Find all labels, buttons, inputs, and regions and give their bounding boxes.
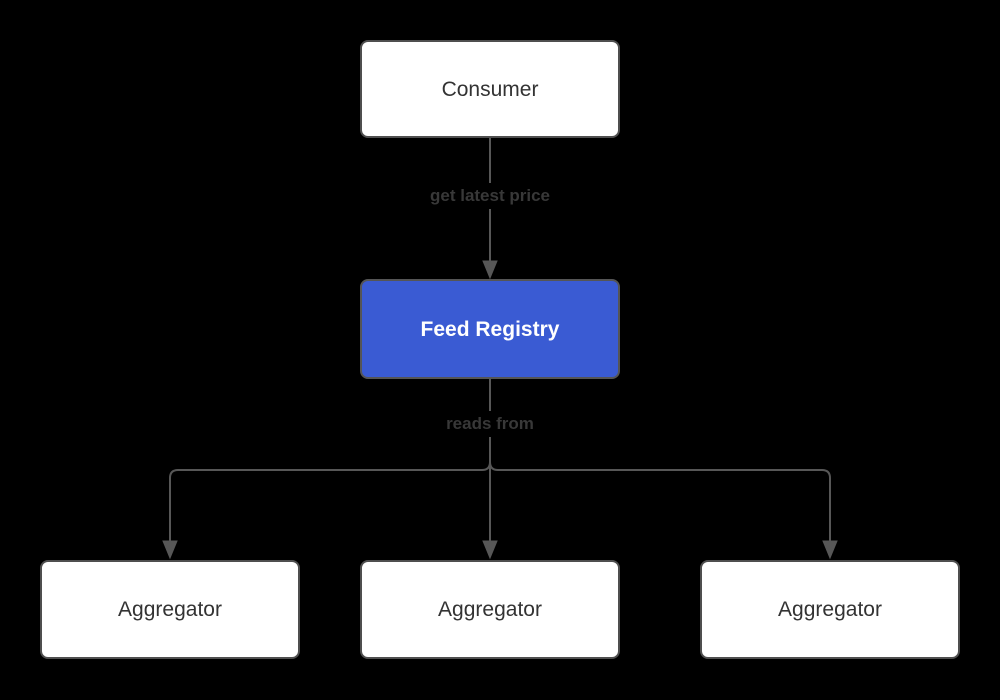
node-aggregator-2: Aggregator: [360, 560, 620, 659]
node-consumer-label: Consumer: [441, 77, 539, 101]
arrow-down-marker: [822, 540, 838, 560]
node-aggregator-3: Aggregator: [700, 560, 960, 659]
node-aggregator-3-label: Aggregator: [778, 598, 882, 621]
node-feed-registry: Feed Registry: [360, 279, 620, 379]
arrow-down-marker: [482, 260, 498, 280]
node-aggregator-1-label: Aggregator: [118, 598, 222, 621]
node-feed-registry-label: Feed Registry: [420, 317, 560, 341]
arrow-down-marker: [162, 540, 178, 560]
edge-label-get-latest-price: get latest price: [423, 183, 557, 209]
edge-registry-to-aggregator-1: [169, 379, 491, 541]
node-aggregator-1: Aggregator: [40, 560, 300, 659]
node-consumer: Consumer: [360, 40, 620, 138]
edge-registry-to-aggregator-3: [489, 379, 831, 541]
arrow-down-marker: [482, 540, 498, 560]
node-aggregator-2-label: Aggregator: [438, 598, 542, 621]
edge-label-reads-from: reads from: [439, 411, 541, 437]
